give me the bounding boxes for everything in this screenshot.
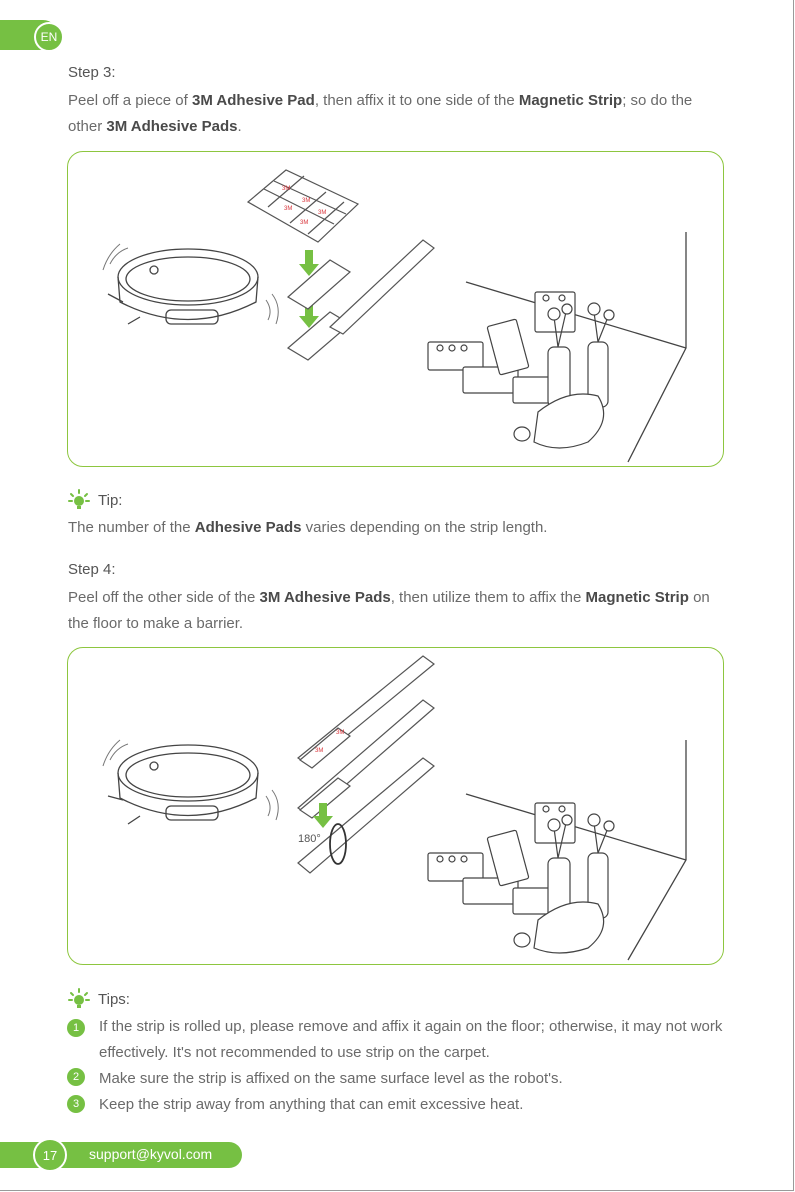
svg-text:3M: 3M: [284, 206, 292, 212]
lightbulb-icon: [68, 489, 90, 511]
tip-title: Tip:: [98, 492, 122, 509]
support-email-link[interactable]: support@kyvol.com: [89, 1146, 212, 1162]
step3-illustration: 3M 3M 3M 3M 3M: [68, 152, 723, 465]
tip-item-2: Make sure the strip is affixed on the sa…: [99, 1066, 729, 1092]
svg-text:3M: 3M: [300, 220, 308, 226]
tip-number-3: 3: [67, 1095, 85, 1113]
step3-text: Peel off a piece of 3M Adhesive Pad, the…: [68, 88, 728, 140]
step4-illustration: 3M 3M 180°: [68, 648, 723, 963]
step4-title: Step 4:: [68, 561, 116, 578]
figure-step3: 3M 3M 3M 3M 3M: [67, 151, 724, 467]
lightbulb-icon: [68, 988, 90, 1010]
svg-text:3M: 3M: [282, 186, 290, 192]
tip-item-1: If the strip is rolled up, please remove…: [99, 1014, 729, 1066]
svg-text:3M: 3M: [302, 198, 310, 204]
tip-item-3: Keep the strip away from anything that c…: [99, 1092, 729, 1118]
robot-vacuum-icon: [108, 745, 258, 824]
step4-text: Peel off the other side of the 3M Adhesi…: [68, 585, 728, 637]
adhesive-pad-sheet-icon: [248, 170, 358, 242]
svg-text:3M: 3M: [336, 730, 344, 736]
figure-step4: 3M 3M 180°: [67, 647, 724, 965]
rotation-angle-label: 180°: [298, 833, 321, 845]
tip-text: The number of the Adhesive Pads varies d…: [68, 515, 728, 541]
svg-text:3M: 3M: [318, 210, 326, 216]
magnetic-strip-icon: [330, 240, 434, 334]
tip-number-2: 2: [67, 1068, 85, 1086]
flower-vase-icon: [548, 303, 614, 407]
robot-vacuum-icon: [108, 249, 258, 324]
page-number: 17: [33, 1138, 67, 1172]
adhesive-pad-icon: [288, 260, 350, 360]
step3-title: Step 3:: [68, 64, 116, 81]
tip-number-1: 1: [67, 1019, 85, 1037]
tips-heading: Tips:: [68, 988, 130, 1010]
language-badge: EN: [34, 22, 64, 52]
tips-title: Tips:: [98, 991, 130, 1008]
svg-text:3M: 3M: [315, 748, 323, 754]
tip-heading: Tip:: [68, 489, 122, 511]
